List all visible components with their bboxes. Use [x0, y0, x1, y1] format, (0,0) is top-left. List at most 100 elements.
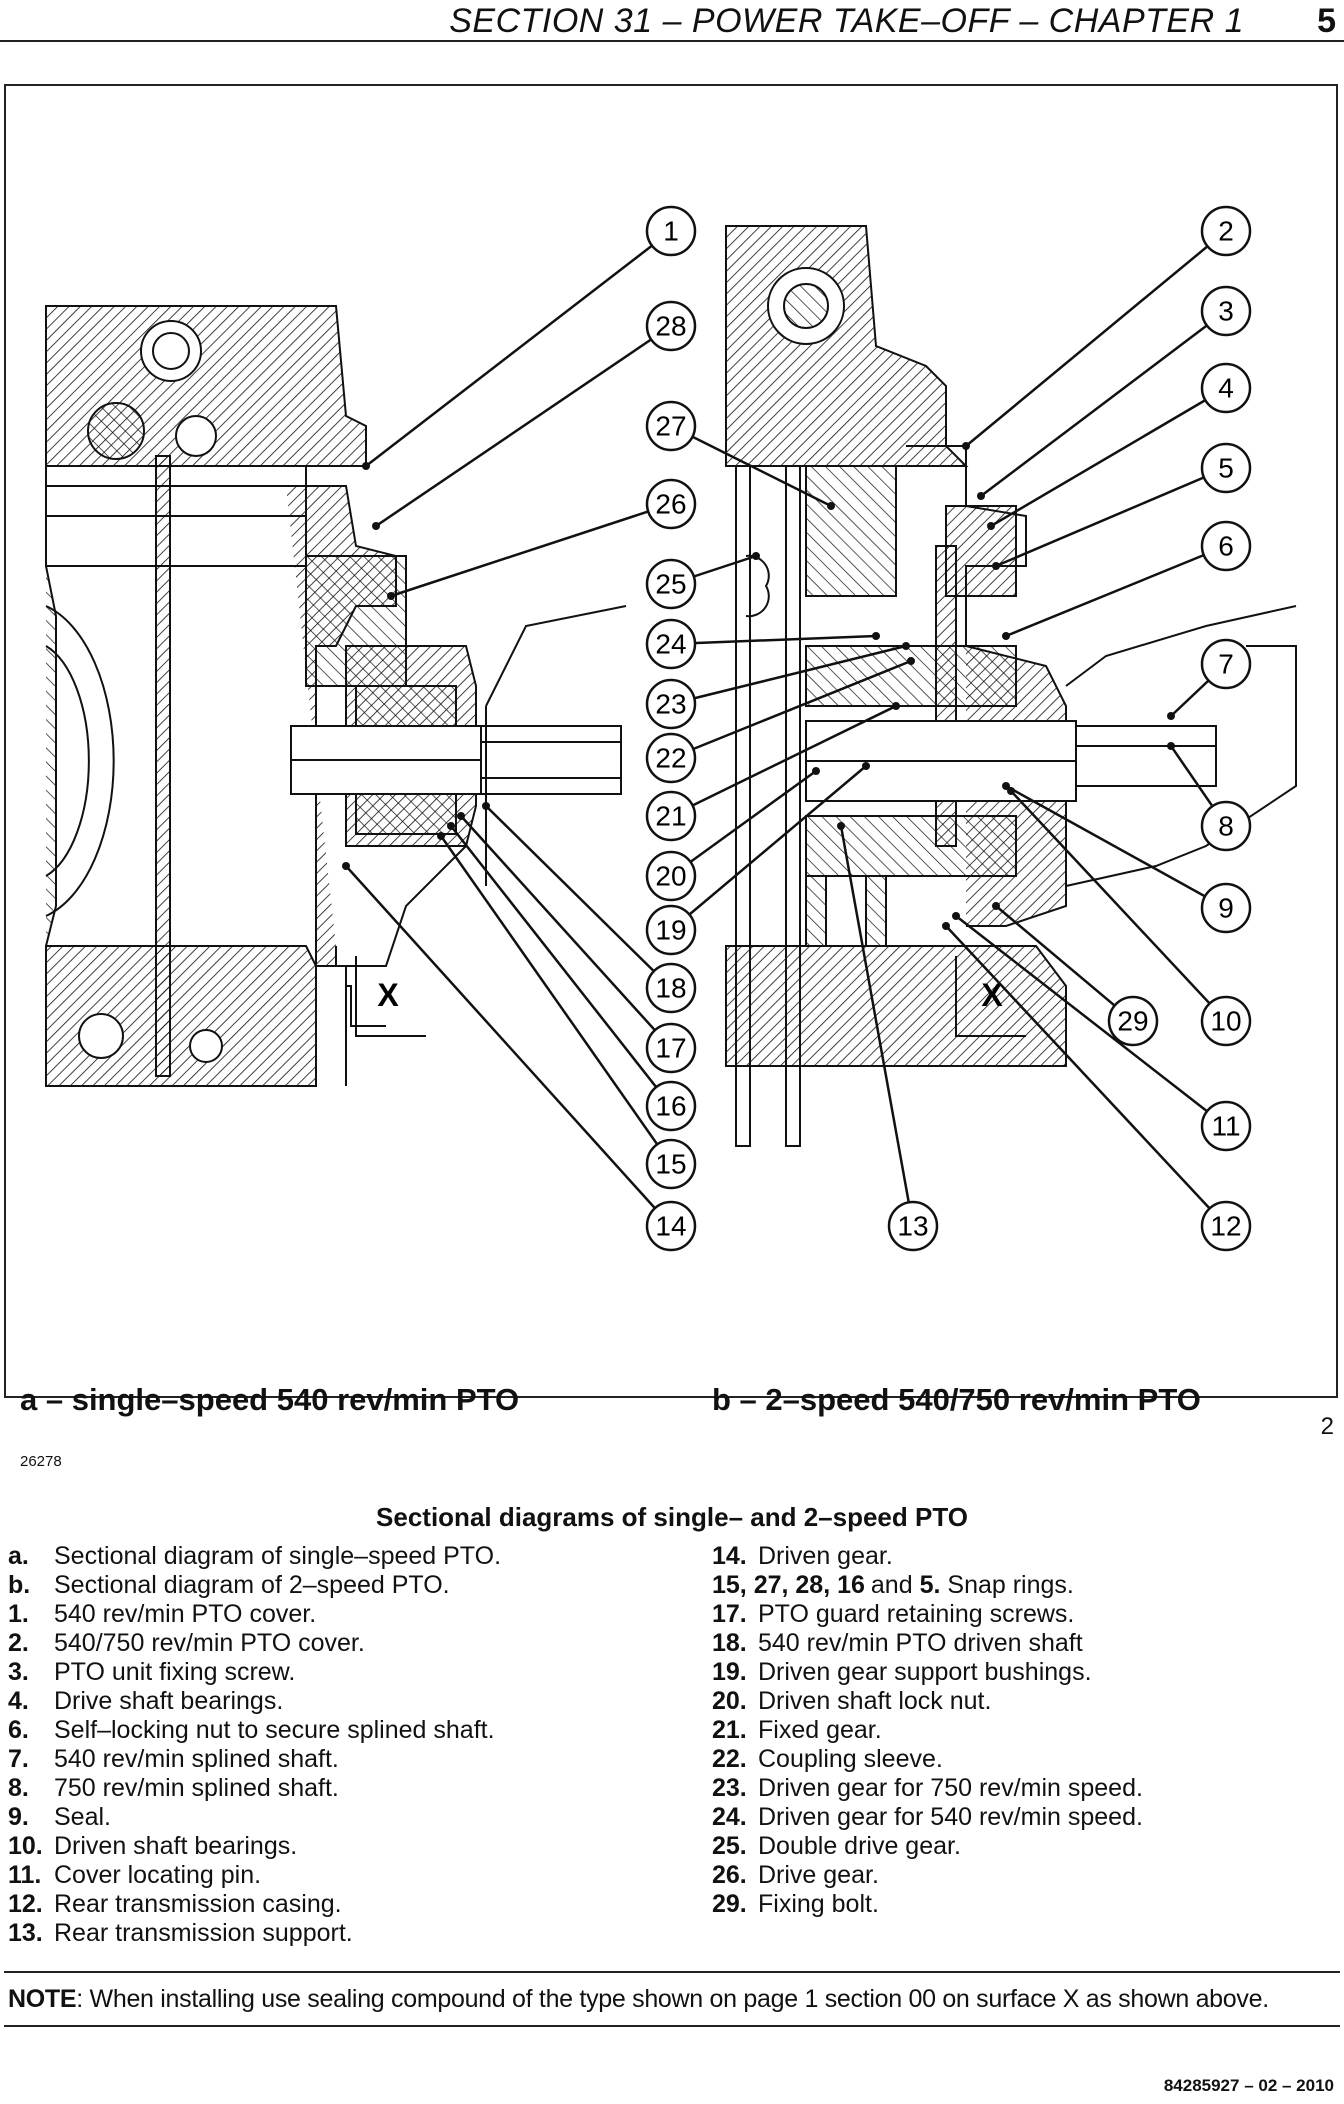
leader-line-20: [670, 769, 817, 878]
leader-tip-4: [987, 522, 995, 530]
callout-20: 20: [645, 850, 697, 902]
legend-item: 29.Fixing bolt.: [712, 1890, 879, 1918]
document-code: 84285927 – 02 – 2010: [1163, 2076, 1334, 2095]
figure-number: 2: [1320, 1413, 1334, 1440]
legend-item: 12.Rear transmission casing.: [8, 1890, 342, 1918]
leader-tip-5: [992, 562, 1000, 570]
leader-tip-27: [827, 502, 835, 510]
legend-item: 13.Rear transmission support.: [8, 1919, 353, 1947]
callout-15: 15: [645, 1138, 697, 1190]
leader-tip-26: [387, 592, 395, 600]
legend-title: Sectional diagrams of single– and 2–spee…: [376, 1502, 968, 1532]
leader-tip-22: [907, 657, 915, 665]
leader-tip-16: [447, 822, 455, 830]
svg-text:21: 21: [655, 801, 686, 832]
leader-line-22: [670, 659, 912, 760]
legend-item: 6.Self–locking nut to secure splined sha…: [8, 1716, 495, 1744]
leader-line-17: [460, 815, 672, 1049]
callout-4: 4: [1200, 362, 1252, 414]
leader-tip-11: [952, 912, 960, 920]
legend-item: 25.Double drive gear.: [712, 1832, 961, 1860]
leader-tip-1: [362, 462, 370, 470]
callout-11: 11: [1200, 1100, 1252, 1152]
callout-23: 23: [645, 678, 697, 730]
leader-tip-9: [1002, 782, 1010, 790]
legend-item: 24.Driven gear for 540 rev/min speed.: [712, 1803, 1143, 1831]
legend-item: 4.Drive shaft bearings.: [8, 1687, 284, 1715]
callout-8: 8: [1200, 800, 1252, 852]
callout-6: 6: [1200, 520, 1252, 572]
callout-9: 9: [1200, 882, 1252, 934]
legend-item: 1.540 rev/min PTO cover.: [8, 1600, 317, 1628]
surface-x-label-a: X: [377, 977, 399, 1013]
svg-text:6: 6: [1218, 531, 1234, 562]
svg-text:20: 20: [655, 861, 686, 892]
leader-line-11: [955, 915, 1227, 1127]
svg-text:25: 25: [655, 569, 686, 600]
legend-item: 11.Cover locating pin.: [8, 1861, 262, 1889]
callout-19: 19: [645, 904, 697, 956]
callout-10: 10: [1200, 995, 1252, 1047]
leader-line-2: [965, 230, 1227, 447]
legend-item: a.Sectional diagram of single–speed PTO.: [8, 1542, 502, 1570]
svg-text:23: 23: [655, 689, 686, 720]
leader-tip-10: [1007, 787, 1015, 795]
legend-item: 17.PTO guard retaining screws.: [712, 1600, 1075, 1628]
svg-text:9: 9: [1218, 893, 1234, 924]
callout-13: 13: [887, 1200, 939, 1252]
svg-text:4: 4: [1218, 373, 1234, 404]
callout-17: 17: [645, 1022, 697, 1074]
callout-29: 29: [1107, 995, 1159, 1047]
legend-item: 8.750 rev/min splined shaft.: [8, 1774, 339, 1802]
callout-5: 5: [1200, 442, 1252, 494]
callout-12: 12: [1200, 1200, 1252, 1252]
leader-line-29: [995, 905, 1134, 1022]
leader-line-13: [839, 825, 915, 1227]
leader-tip-25: [752, 552, 760, 560]
svg-text:24: 24: [655, 629, 686, 660]
svg-text:5: 5: [1218, 453, 1234, 484]
legend-item: 20.Driven shaft lock nut.: [712, 1687, 992, 1715]
leader-line-27: [670, 424, 832, 508]
svg-text:10: 10: [1210, 1006, 1241, 1037]
svg-text:15: 15: [655, 1149, 686, 1180]
legend-left-column: a.Sectional diagram of single–speed PTO.…: [8, 1542, 501, 1948]
leader-tip-15: [437, 832, 445, 840]
svg-text:14: 14: [655, 1211, 686, 1242]
callout-28: 28: [645, 300, 697, 352]
section-title: SECTION 31 – POWER TAKE–OFF – CHAPTER 1: [449, 2, 1244, 40]
leader-line-23: [670, 644, 907, 706]
note-divider-top: [4, 1971, 1340, 1973]
surface-x-markers: [355, 956, 1026, 1037]
leader-tip-19: [862, 762, 870, 770]
legend-item: 7.540 rev/min splined shaft.: [8, 1745, 339, 1773]
svg-text:11: 11: [1211, 1111, 1240, 1142]
caption-b: b – 2–speed 540/750 rev/min PTO: [712, 1382, 1201, 1417]
diagram-a-single-speed: [45, 305, 627, 1087]
leader-tip-6: [1002, 632, 1010, 640]
callout-2: 2: [1200, 205, 1252, 257]
callout-25: 25: [645, 558, 697, 610]
callout-7: 7: [1200, 638, 1252, 690]
svg-text:18: 18: [655, 973, 686, 1004]
leader-tip-18: [482, 802, 490, 810]
leader-line-9: [1005, 784, 1227, 910]
legend-item: 3.PTO unit fixing screw.: [8, 1658, 296, 1686]
leader-line-19: [670, 765, 867, 931]
leader-tip-2: [962, 442, 970, 450]
legend-item: 21.Fixed gear.: [712, 1716, 882, 1744]
leader-tip-20: [812, 767, 820, 775]
callout-26: 26: [645, 478, 697, 530]
leader-line-12: [945, 925, 1227, 1227]
page-header: SECTION 31 – POWER TAKE–OFF – CHAPTER 1 …: [0, 0, 1344, 42]
leader-tip-24: [872, 632, 880, 640]
svg-text:16: 16: [655, 1091, 686, 1122]
svg-text:7: 7: [1218, 649, 1234, 680]
legend-item: 9.Seal.: [8, 1803, 111, 1831]
legend-item: 14.Driven gear.: [712, 1542, 893, 1570]
caption-a: a – single–speed 540 rev/min PTO: [20, 1382, 520, 1417]
leader-line-24: [670, 634, 877, 646]
svg-text:29: 29: [1117, 1006, 1148, 1037]
leader-line-14: [345, 865, 672, 1227]
